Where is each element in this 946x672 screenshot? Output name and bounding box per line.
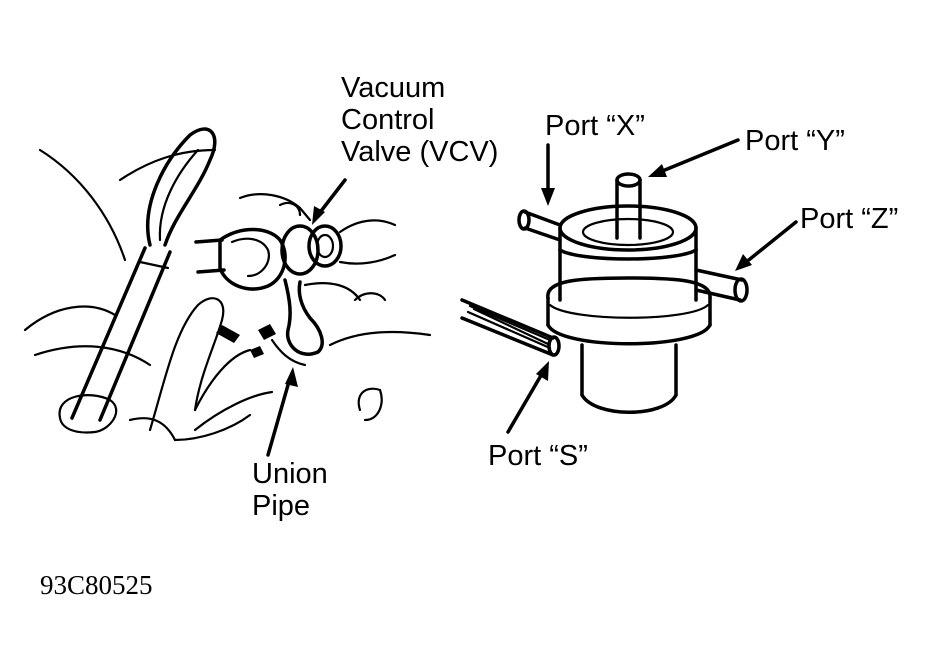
vcv-label-line1: Vacuum (341, 72, 446, 104)
union-pipe-label-line1: Union (252, 458, 328, 490)
union-pipe-label-line2: Pipe (252, 490, 311, 522)
vcv-detail-illustration (460, 138, 798, 434)
engine-bay-illustration (23, 127, 432, 457)
vcv-label-line2: Control (341, 104, 435, 136)
port-x-label: Port “X” (545, 110, 645, 142)
port-y-label: Port “Y” (745, 125, 845, 157)
port-z-label: Port “Z” (800, 203, 899, 235)
vcv-label: Vacuum Control Valve (VCV) (341, 72, 498, 168)
vcv-label-line3: Valve (VCV) (341, 136, 499, 168)
union-pipe-label: Union Pipe (252, 458, 328, 522)
figure-code: 93C80525 (40, 570, 153, 600)
port-s-label: Port “S” (488, 440, 588, 472)
